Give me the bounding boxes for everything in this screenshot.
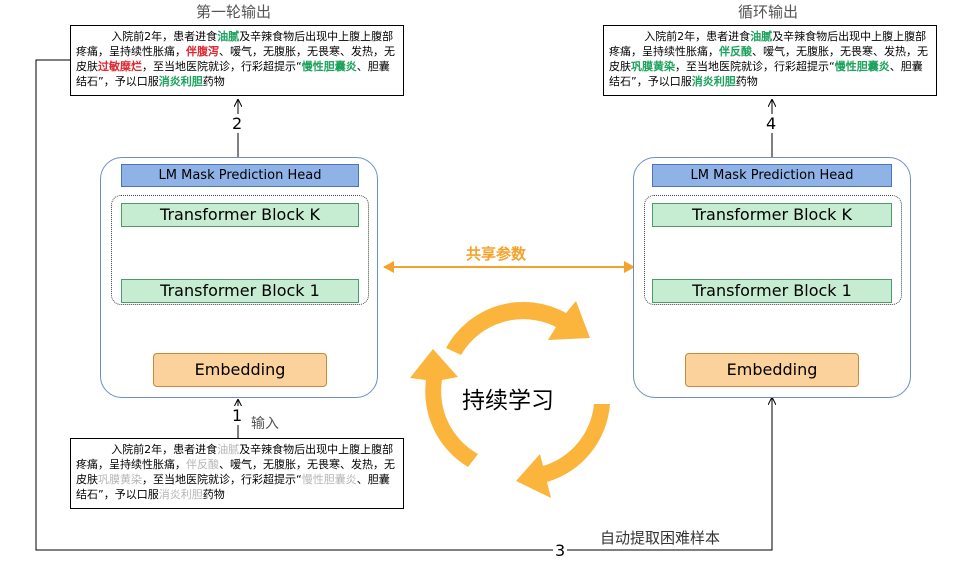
shared-params-label: 共享参数 — [466, 245, 527, 263]
transformer-block-1-right: Transformer Block 1 — [652, 279, 892, 303]
model-right: LM Mask Prediction Head Transformer Bloc… — [633, 157, 911, 398]
input-textbox: 入院前2年，患者进食油腻及辛辣食物后出现中上腹上腹部疼痛，呈持续性胀痛，伴反酸、… — [70, 438, 404, 509]
text-segment: ，至当地医院就诊，行彩超提示“ — [142, 473, 302, 486]
highlighted-term: 油腻 — [750, 30, 773, 43]
step-4-label: 4 — [764, 114, 779, 133]
lm-head-left: LM Mask Prediction Head — [121, 164, 359, 187]
highlighted-term: 消炎利胆 — [158, 488, 203, 501]
text-segment: 、胆囊结石”，予以口服 — [76, 473, 390, 501]
text-segment: 、嗳气，无腹胀，无畏寒、发热，无皮肤 — [76, 45, 395, 73]
text-segment: 、嗳气，无腹胀，无畏寒、发热，无皮肤 — [76, 458, 395, 486]
text-segment: 、嗳气，无腹胀，无畏寒、发热，无皮肤 — [609, 45, 928, 73]
text-segment: 及辛辣食物后出现中上腹上腹部疼痛，呈持续性胀痛， — [609, 30, 927, 58]
input-text: 入院前2年，患者进食油腻及辛辣食物后出现中上腹上腹部疼痛，呈持续性胀痛，伴反酸、… — [76, 442, 398, 502]
transformer-block-k-left: Transformer Block K — [121, 203, 359, 227]
highlighted-term: 油腻 — [217, 443, 240, 456]
transformer-block-1-left: Transformer Block 1 — [121, 279, 359, 303]
text-segment: 、胆囊结石”，予以口服 — [609, 60, 923, 88]
step-2-label: 2 — [230, 114, 245, 133]
text-segment: 及辛辣食物后出现中上腹上腹部疼痛，呈持续性胀痛， — [76, 443, 394, 471]
auto-extract-label: 自动提取困难样本 — [600, 529, 721, 547]
embedding-right: Embedding — [685, 353, 859, 387]
arrow-step-3 — [35, 59, 772, 551]
embedding-left: Embedding — [153, 353, 327, 387]
transformer-block-k-right: Transformer Block K — [652, 203, 892, 227]
highlighted-term: 慢性胆囊炎 — [301, 473, 357, 486]
highlighted-term: 伴反酸 — [186, 458, 219, 471]
model-left: LM Mask Prediction Head Transformer Bloc… — [100, 157, 378, 398]
input-label: 输入 — [251, 416, 279, 432]
highlighted-term: 慢性胆囊炎 — [834, 60, 890, 73]
text-segment: 药物 — [735, 75, 758, 88]
text-segment: ，至当地医院就诊，行彩超提示“ — [675, 60, 835, 73]
text-segment: 药物 — [202, 488, 225, 501]
continual-learning-label: 持续学习 — [462, 388, 554, 414]
highlighted-term: 消炎利胆 — [691, 75, 736, 88]
cycle-arrows-icon — [410, 301, 610, 498]
text-segment: 、胆囊结石”，予以口服 — [76, 60, 390, 88]
highlighted-term: 过敏糜烂 — [98, 60, 142, 73]
highlighted-term: 伴反酸 — [719, 45, 752, 58]
transformer-stack-right — [644, 195, 902, 305]
text-segment: 入院前2年，患者进食 — [644, 30, 751, 43]
cycle-output-text: 入院前2年，患者进食油腻及辛辣食物后出现中上腹上腹部疼痛，呈持续性胀痛，伴反酸、… — [609, 29, 931, 89]
first-output-title: 第一轮输出 — [196, 3, 272, 21]
step-3-label: 3 — [553, 541, 568, 560]
text-segment: 入院前2年，患者进食 — [111, 30, 218, 43]
first-output-text: 入院前2年，患者进食油腻及辛辣食物后出现中上腹上腹部疼痛，呈持续性胀痛，伴腹泻、… — [76, 29, 398, 89]
highlighted-term: 油腻 — [217, 30, 240, 43]
text-segment: 入院前2年，患者进食 — [111, 443, 218, 456]
highlighted-term: 巩膜黄染 — [631, 60, 675, 73]
step-1-label: 1 — [230, 406, 245, 425]
text-segment: 药物 — [202, 75, 225, 88]
lm-head-right: LM Mask Prediction Head — [652, 164, 892, 187]
first-output-textbox: 入院前2年，患者进食油腻及辛辣食物后出现中上腹上腹部疼痛，呈持续性胀痛，伴腹泻、… — [70, 25, 404, 96]
text-segment: ，至当地医院就诊，行彩超提示“ — [142, 60, 302, 73]
cycle-output-title: 循环输出 — [738, 3, 799, 21]
cycle-output-textbox: 入院前2年，患者进食油腻及辛辣食物后出现中上腹上腹部疼痛，呈持续性胀痛，伴反酸、… — [603, 25, 937, 96]
highlighted-term: 慢性胆囊炎 — [301, 60, 357, 73]
highlighted-term: 伴腹泻 — [186, 45, 219, 58]
text-segment: 及辛辣食物后出现中上腹上腹部疼痛，呈持续性胀痛， — [76, 30, 394, 58]
highlighted-term: 巩膜黄染 — [98, 473, 142, 486]
highlighted-term: 消炎利胆 — [158, 75, 203, 88]
transformer-stack-left — [111, 195, 369, 305]
